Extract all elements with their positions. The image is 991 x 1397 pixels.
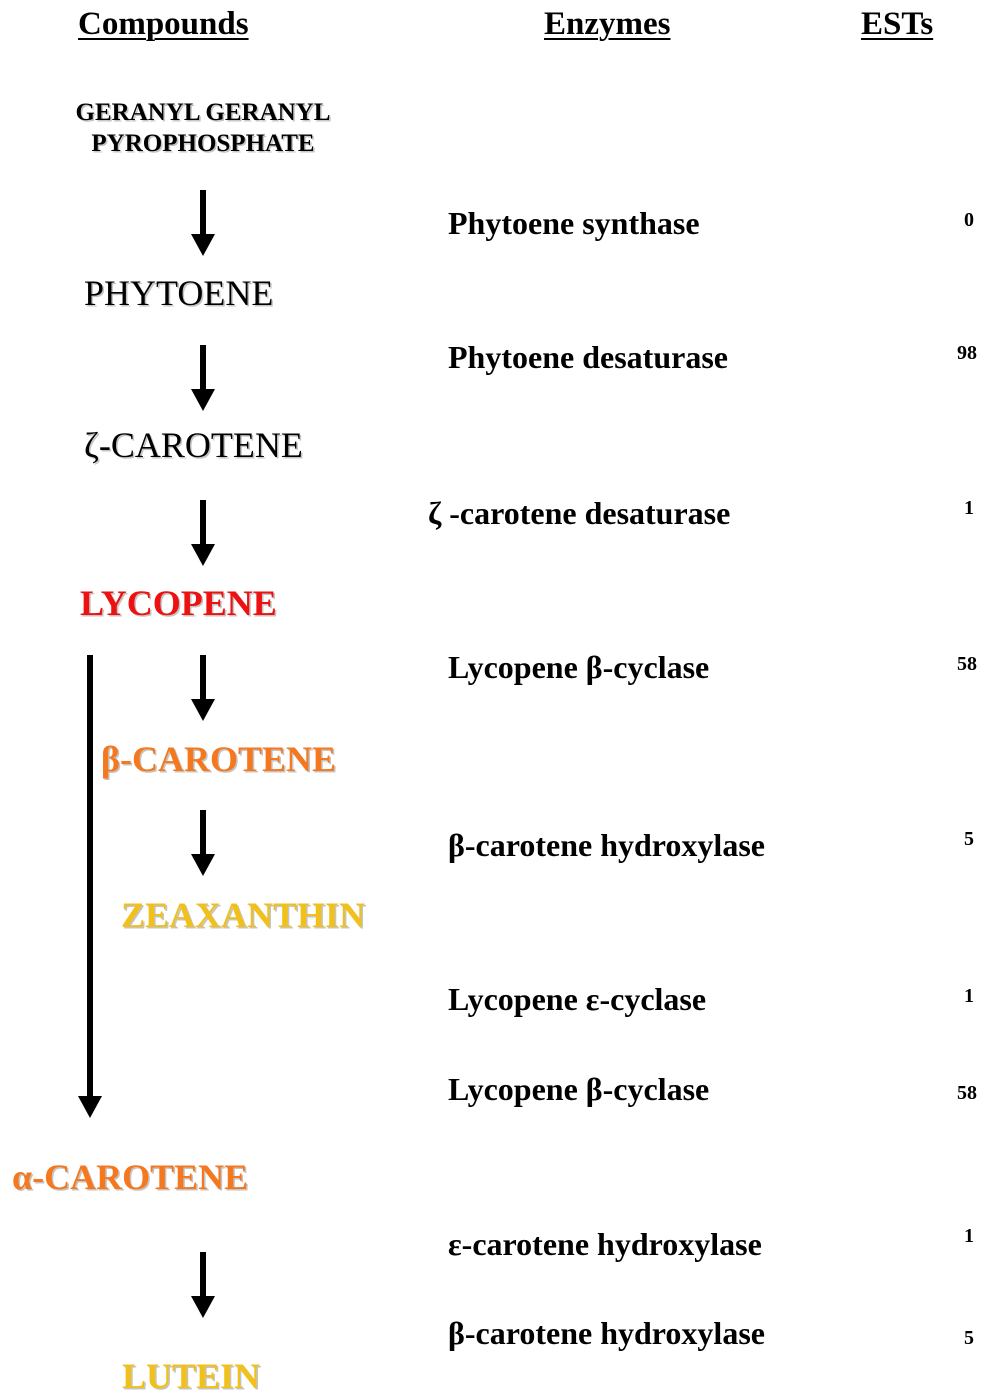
est-count: 5 bbox=[964, 828, 974, 850]
est-count: 0 bbox=[964, 209, 974, 231]
enzyme-label: Lycopene β-cyclase bbox=[448, 649, 710, 685]
enzyme-label: β-carotene hydroxylase bbox=[448, 1315, 765, 1351]
enzyme-label: ε-carotene hydroxylase bbox=[448, 1226, 762, 1262]
enzyme-label: Lycopene ε-cyclase bbox=[448, 981, 707, 1017]
compound-alpha-carotene: α-CAROTENE bbox=[12, 1157, 249, 1197]
compound-lutein: LUTEIN bbox=[122, 1356, 261, 1396]
est-count: 1 bbox=[964, 1225, 974, 1247]
compound-ggpp: GERANYL GERANYL PYROPHOSPHATE bbox=[0, 97, 406, 159]
header-enzymes: Enzymes bbox=[544, 6, 671, 42]
enzyme-label: ζ -carotene desaturase bbox=[428, 495, 731, 531]
est-count: 58 bbox=[957, 653, 977, 675]
compound-ggpp-line2: PYROPHOSPHATE bbox=[91, 130, 315, 157]
est-count: 1 bbox=[964, 497, 974, 519]
header-ests: ESTs bbox=[861, 6, 934, 42]
est-count: 58 bbox=[957, 1082, 977, 1104]
compound-beta-carotene: β-CAROTENE bbox=[101, 739, 336, 779]
compound-phytoene: PHYTOENE bbox=[84, 273, 274, 313]
est-count: 98 bbox=[957, 342, 977, 364]
compound-zeaxanthin: ZEAXANTHIN bbox=[121, 895, 366, 935]
compound-zeta-carotene: ζ-CAROTENE bbox=[84, 425, 303, 465]
header-compounds: Compounds bbox=[78, 6, 249, 42]
enzyme-label: Phytoene synthase bbox=[448, 205, 700, 241]
enzyme-label: Lycopene β-cyclase bbox=[448, 1071, 710, 1107]
est-count: 1 bbox=[964, 985, 974, 1007]
compound-lycopene: LYCOPENE bbox=[80, 583, 277, 623]
enzyme-label: β-carotene hydroxylase bbox=[448, 827, 765, 863]
compound-ggpp-line1: GERANYL GERANYL bbox=[75, 99, 331, 126]
est-count: 5 bbox=[964, 1327, 974, 1349]
enzyme-label: Phytoene desaturase bbox=[448, 339, 728, 375]
